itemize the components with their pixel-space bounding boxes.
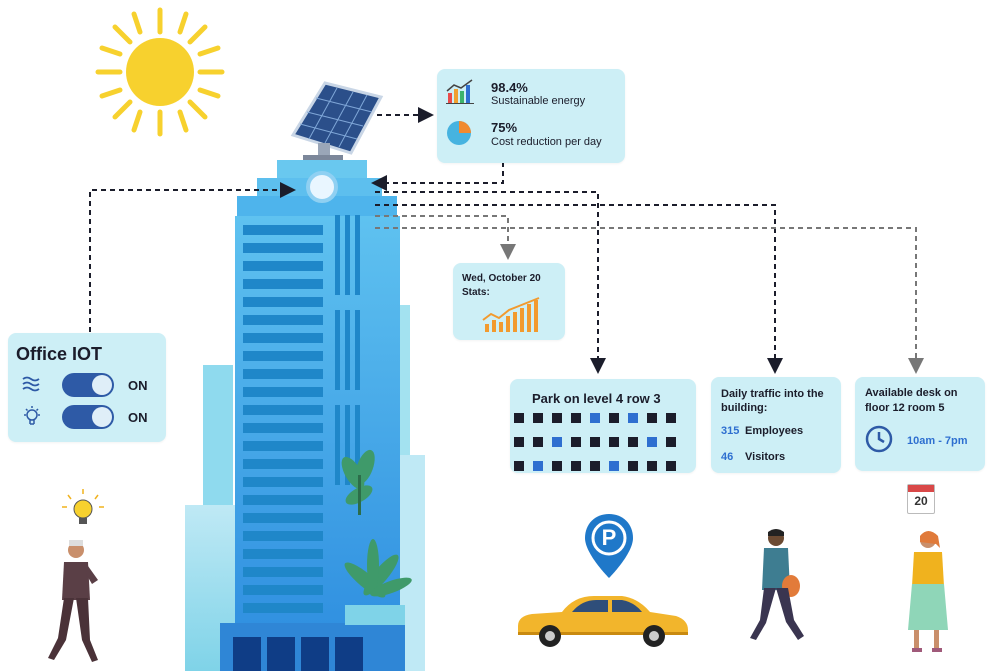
visitor-label: Visitors — [745, 451, 786, 463]
employee-label: Employees — [745, 425, 804, 437]
date-label: Wed, October 20 — [462, 273, 541, 284]
calendar-icon: 20 — [907, 484, 935, 514]
parking-spot — [571, 413, 581, 423]
office-iot-title: Office IOT — [16, 344, 103, 364]
date-stats-card: Wed, October 20 Stats: — [453, 263, 565, 340]
plant — [341, 449, 412, 625]
parking-spot — [647, 413, 657, 423]
calendar-day: 20 — [914, 494, 928, 508]
parking-spot — [552, 461, 562, 471]
light-toggle-state: ON — [128, 410, 148, 425]
lightbulb-idea-icon — [62, 489, 104, 524]
parking-spot — [628, 461, 638, 471]
sun-icon — [95, 7, 225, 137]
parking-spot — [514, 413, 524, 423]
parking-grid — [514, 413, 684, 471]
lightbulb-icon — [24, 406, 40, 425]
employee-count: 315 — [721, 425, 740, 437]
parking-spot — [590, 437, 600, 447]
parking-spot — [552, 413, 562, 423]
air-toggle[interactable] — [62, 373, 114, 397]
energy-stats-card: 98.4% Sustainable energy 75% Cost reduct… — [437, 69, 625, 163]
stat-label: Sustainable energy — [491, 95, 586, 107]
parking-spot — [647, 461, 657, 471]
person-walking-woman — [908, 531, 948, 652]
parking-spot — [514, 461, 524, 471]
stats-label: Stats: — [462, 287, 490, 298]
parking-spot — [590, 413, 600, 423]
parking-spot — [628, 413, 638, 423]
parking-spot — [514, 437, 524, 447]
parking-card: Park on level 4 row 3 — [510, 379, 696, 473]
growth-chart-icon — [482, 297, 540, 332]
light-toggle[interactable] — [62, 405, 114, 429]
parking-spot — [609, 461, 619, 471]
parking-spot — [533, 437, 543, 447]
clock-icon — [865, 425, 893, 453]
parking-spot — [533, 461, 543, 471]
bar-chart-icon — [446, 79, 474, 104]
parking-spot — [552, 437, 562, 447]
solar-panel — [290, 81, 384, 163]
parking-spot — [647, 437, 657, 447]
parking-spot — [666, 413, 676, 423]
stat-label: Cost reduction per day — [491, 136, 602, 148]
parking-spot — [590, 461, 600, 471]
parking-spot — [571, 461, 581, 471]
desk-time: 10am - 7pm — [907, 435, 968, 447]
person-walking-backpack — [750, 529, 804, 640]
stat-value: 75% — [491, 120, 518, 135]
parking-spot — [609, 437, 619, 447]
parking-letter: P — [601, 525, 617, 550]
traffic-title: Daily traffic into the building: — [721, 388, 824, 414]
office-iot-card: Office IOT ON ON — [8, 333, 166, 442]
office-building — [185, 81, 425, 671]
parking-spot — [609, 413, 619, 423]
parking-pin-icon: P — [583, 512, 635, 580]
taxi-car — [518, 596, 688, 647]
stat-value: 98.4% — [491, 80, 528, 95]
parking-spot — [571, 437, 581, 447]
pie-chart-icon — [447, 121, 471, 145]
parking-spot — [666, 437, 676, 447]
air-waves-icon — [22, 376, 40, 392]
desk-title: Available desk on floor 12 room 5 — [865, 387, 958, 414]
parking-title: Park on level 4 row 3 — [532, 391, 661, 406]
parking-spot — [628, 437, 638, 447]
visitor-count: 46 — [721, 451, 734, 463]
parking-spot — [666, 461, 676, 471]
parking-spot — [533, 413, 543, 423]
air-toggle-state: ON — [128, 378, 148, 393]
desk-card: Available desk on floor 12 room 5 10am -… — [855, 377, 985, 471]
person-walking-man — [48, 540, 98, 662]
traffic-card: Daily traffic into the building: 315 Emp… — [711, 377, 841, 473]
